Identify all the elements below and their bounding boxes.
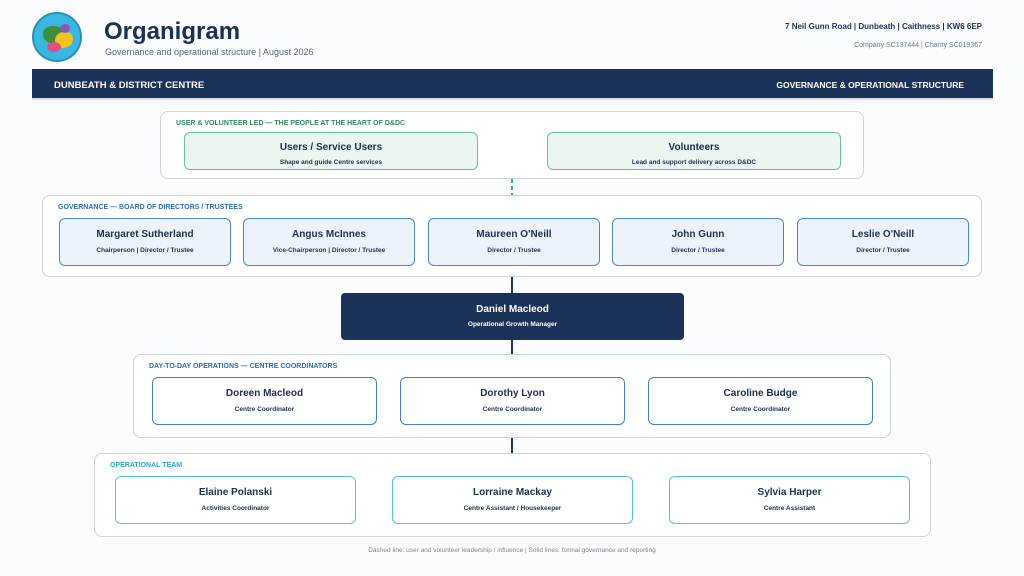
- org-card-director: Margaret Sutherland Chairperson | Direct…: [59, 218, 231, 266]
- org-card-director: Maureen O'Neill Director / Trustee: [428, 218, 600, 266]
- card-role: Lead and support delivery across D&DC: [631, 159, 757, 166]
- card-name: John Gunn: [671, 229, 725, 240]
- group-label: DAY-TO-DAY OPERATIONS — CENTRE COORDINAT…: [149, 363, 338, 370]
- card-role: Director / Trustee: [671, 247, 725, 254]
- card-name: Daniel Macleod: [476, 304, 549, 315]
- org-card-director: John Gunn Director / Trustee: [612, 218, 784, 266]
- legend-footer: Dashed line: user and volunteer leadersh…: [368, 547, 656, 554]
- connector-operations-team: [511, 438, 513, 453]
- page-title: Organigram: [104, 18, 241, 45]
- title-banner: DUNBEATH & DISTRICT CENTRE GOVERNANCE & …: [32, 69, 993, 100]
- company-registration-text: Company SC137444 | Charity SC019367: [854, 42, 982, 49]
- card-name: Dorothy Lyon: [480, 388, 545, 399]
- org-card-users: Users / Service Users Shape and guide Ce…: [184, 132, 478, 170]
- org-card-coordinator: Doreen Macleod Centre Coordinator: [152, 377, 377, 425]
- card-name: Margaret Sutherland: [96, 229, 194, 240]
- org-card-coordinator: Caroline Budge Centre Coordinator: [648, 377, 873, 425]
- card-role: Operational Growth Manager: [467, 321, 558, 328]
- logo-icon: [32, 12, 82, 62]
- page-subtitle: Governance and operational structure | A…: [105, 47, 314, 57]
- card-role: Chairperson | Director / Trustee: [96, 247, 194, 254]
- connector-governance-manager: [511, 277, 513, 293]
- org-card-coordinator: Dorothy Lyon Centre Coordinator: [400, 377, 625, 425]
- card-name: Volunteers: [668, 142, 720, 153]
- card-name: Lorraine Mackay: [473, 487, 552, 498]
- operational-team-group: OPERATIONAL TEAM Elaine Polanski Activit…: [94, 453, 931, 537]
- org-card-team-member: Elaine Polanski Activities Coordinator: [115, 476, 356, 524]
- card-role: Shape and guide Centre services: [279, 159, 383, 166]
- group-label: GOVERNANCE — BOARD OF DIRECTORS / TRUSTE…: [58, 204, 243, 211]
- dashed-connector-users-governance: [511, 179, 513, 195]
- org-card-team-member: Lorraine Mackay Centre Assistant / House…: [392, 476, 633, 524]
- card-name: Maureen O'Neill: [476, 229, 552, 240]
- users-volunteers-group: USER & VOLUNTEER LED — THE PEOPLE AT THE…: [160, 111, 864, 179]
- card-role: Centre Coordinator: [730, 406, 791, 413]
- connector-manager-operations: [511, 340, 513, 354]
- card-name: Elaine Polanski: [198, 487, 273, 498]
- org-card-manager: Daniel Macleod Operational Growth Manage…: [341, 293, 684, 340]
- org-card-volunteers: Volunteers Lead and support delivery acr…: [547, 132, 841, 170]
- address-text: 7 Neil Gunn Road | Dunbeath | Caithness …: [785, 22, 982, 31]
- group-label: OPERATIONAL TEAM: [110, 462, 183, 469]
- card-name: Angus McInnes: [292, 229, 366, 240]
- card-role: Vice-Chairperson | Director / Trustee: [272, 247, 386, 254]
- org-card-director: Leslie O'Neill Director / Trustee: [797, 218, 969, 266]
- card-name: Sylvia Harper: [757, 487, 822, 498]
- group-label: USER & VOLUNTEER LED — THE PEOPLE AT THE…: [176, 120, 406, 127]
- banner-structure: GOVERNANCE & OPERATIONAL STRUCTURE: [776, 80, 964, 90]
- card-name: Doreen Macleod: [225, 388, 304, 399]
- card-role: Centre Assistant / Housekeeper: [463, 505, 562, 512]
- banner-organisation: DUNBEATH & DISTRICT CENTRE: [54, 80, 205, 91]
- card-name: Leslie O'Neill: [851, 229, 915, 240]
- org-card-team-member: Sylvia Harper Centre Assistant: [669, 476, 910, 524]
- card-role: Director / Trustee: [487, 247, 541, 254]
- operations-group: DAY-TO-DAY OPERATIONS — CENTRE COORDINAT…: [133, 354, 891, 438]
- card-role: Director / Trustee: [856, 247, 910, 254]
- card-role: Activities Coordinator: [201, 505, 270, 512]
- org-card-director: Angus McInnes Vice-Chairperson | Directo…: [243, 218, 415, 266]
- card-name: Caroline Budge: [723, 388, 798, 399]
- card-role: Centre Coordinator: [482, 406, 543, 413]
- card-name: Users / Service Users: [279, 142, 383, 153]
- governance-group: GOVERNANCE — BOARD OF DIRECTORS / TRUSTE…: [42, 195, 982, 277]
- card-role: Centre Coordinator: [234, 406, 295, 413]
- card-role: Centre Assistant: [763, 505, 816, 512]
